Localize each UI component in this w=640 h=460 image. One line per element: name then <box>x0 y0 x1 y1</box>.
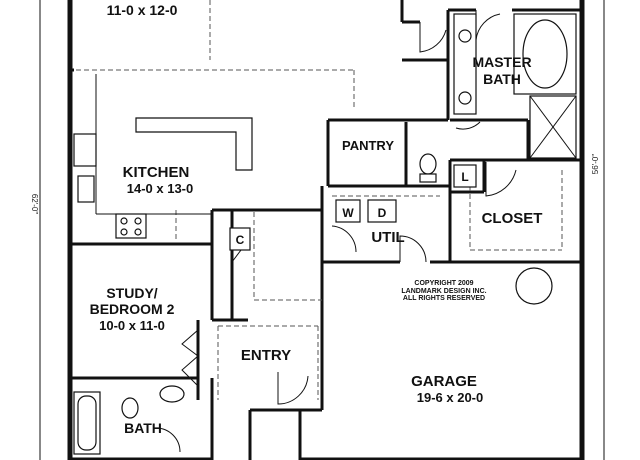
great-room-dims: 11-0 x 12-0 <box>107 2 178 18</box>
left-dimension-label: 62'-0" <box>30 194 39 215</box>
kitchen-island <box>135 117 253 171</box>
linen-closet-label: L <box>461 170 468 184</box>
dashed-outlines <box>76 0 563 400</box>
door-swings <box>155 10 517 453</box>
master-bath-fixtures <box>419 13 577 183</box>
laundry-appliances <box>335 199 397 223</box>
master-bath-label-2: BATH <box>483 71 521 87</box>
copyright-line-3: ALL RIGHTS RESERVED <box>403 295 485 302</box>
stove <box>115 213 147 239</box>
hall-sink <box>159 385 185 403</box>
entry-label: ENTRY <box>241 347 291 364</box>
copyright-line-1: COPYRIGHT 2009 <box>414 280 473 287</box>
closet-label: CLOSET <box>482 210 543 227</box>
hall-toilet <box>121 397 139 419</box>
garage-label: GARAGE <box>411 373 477 390</box>
copyright-line-2: LANDMARK DESIGN INC. <box>401 288 486 295</box>
dimension-lines <box>39 0 605 460</box>
water-heater <box>515 267 553 305</box>
kitchen-dims: 14-0 x 13-0 <box>127 181 194 196</box>
garage-dims: 19-6 x 20-0 <box>417 390 484 405</box>
right-dimension-label: 56'-0" <box>591 154 600 175</box>
hall-bath-fixtures <box>73 385 185 455</box>
kitchen-label: KITCHEN <box>123 164 190 181</box>
washer-label: W <box>342 206 354 220</box>
bath-label: BATH <box>124 420 162 436</box>
study-label-2: BEDROOM 2 <box>90 301 175 317</box>
dryer-label: D <box>378 206 387 220</box>
study-dims: 10-0 x 11-0 <box>99 318 165 333</box>
pantry-label: PANTRY <box>342 138 394 153</box>
copyright-block: COPYRIGHT 2009 LANDMARK DESIGN INC. ALL … <box>401 280 486 302</box>
coat-closet-label: C <box>236 233 245 247</box>
master-toilet <box>419 153 437 175</box>
exterior-walls <box>67 0 585 460</box>
master-bath-label-1: MASTER <box>472 54 531 70</box>
util-label: UTIL <box>371 229 404 246</box>
kitchen-counters <box>73 74 212 239</box>
study-label-1: STUDY/ <box>106 285 157 301</box>
interior-walls <box>70 0 582 460</box>
